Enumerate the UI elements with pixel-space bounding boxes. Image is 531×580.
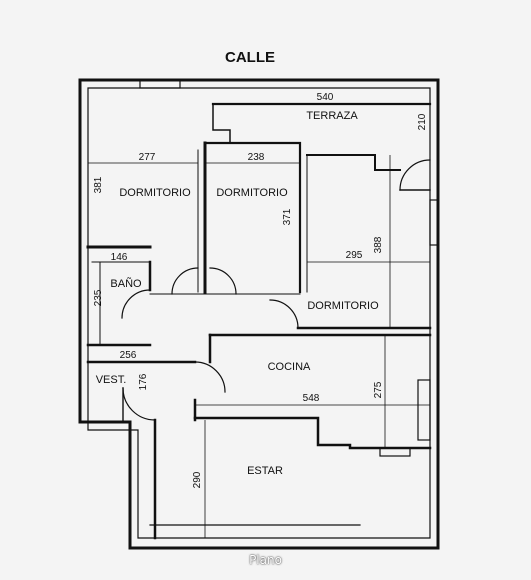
outer-wall <box>78 78 440 550</box>
dim-terraza-depth: 210 <box>417 113 428 130</box>
room-label-bano: BAÑO <box>110 277 142 290</box>
dorm1-door-swing <box>171 267 199 295</box>
dim-dorm3-width: 295 <box>346 250 363 261</box>
room-label-terraza: TERRAZA <box>306 110 358 122</box>
window-cocina <box>417 379 431 441</box>
dim-vest-depth: 176 <box>138 373 149 390</box>
dim-dorm1-depth: 381 <box>93 176 104 193</box>
window-dorm3 <box>429 199 439 246</box>
room-label-dormitorio-3: DORMITORIO <box>307 300 379 312</box>
bano-door-swing <box>121 289 151 319</box>
dim-cocina-width: 548 <box>303 393 320 404</box>
room-label-cocina: COCINA <box>268 361 311 373</box>
vest-door-swing <box>194 361 226 393</box>
dim-dorm2-width: 238 <box>248 152 265 163</box>
dorm3-top-wall <box>306 154 401 171</box>
terraza-wall-lower <box>212 103 231 144</box>
dorm2-top-wall <box>203 141 302 294</box>
room-label-vestibulo: VEST. <box>96 374 127 386</box>
dim-dorm1-width: 277 <box>139 152 156 163</box>
room-label-estar: ESTAR <box>247 465 283 477</box>
dimension-lines <box>88 88 431 538</box>
dim-terraza-width: 540 <box>317 92 334 103</box>
window-estar <box>379 447 411 457</box>
dorm3-door-swing <box>269 299 299 329</box>
dorm2-door-swing <box>209 267 237 295</box>
cocina-bottom-wall <box>193 416 432 450</box>
image-caption: Plano <box>249 553 282 567</box>
terraza-door-swing <box>399 159 431 191</box>
dim-estar-depth: 290 <box>192 471 203 488</box>
window-dorm1 <box>139 79 181 89</box>
dim-bano-width: 146 <box>111 252 128 263</box>
dim-bano-depth: 235 <box>93 289 104 306</box>
dim-dorm2-depth: 371 <box>282 208 293 225</box>
room-label-dormitorio-2: DORMITORIO <box>216 187 288 199</box>
dim-dorm3-depth: 388 <box>373 236 384 253</box>
room-label-dormitorio-1: DORMITORIO <box>119 187 191 199</box>
dim-cocina-depth: 275 <box>373 381 384 398</box>
street-label: CALLE <box>225 49 275 66</box>
entry-door-swing <box>122 387 156 421</box>
walls <box>78 78 440 550</box>
dim-vest-width: 256 <box>120 350 137 361</box>
